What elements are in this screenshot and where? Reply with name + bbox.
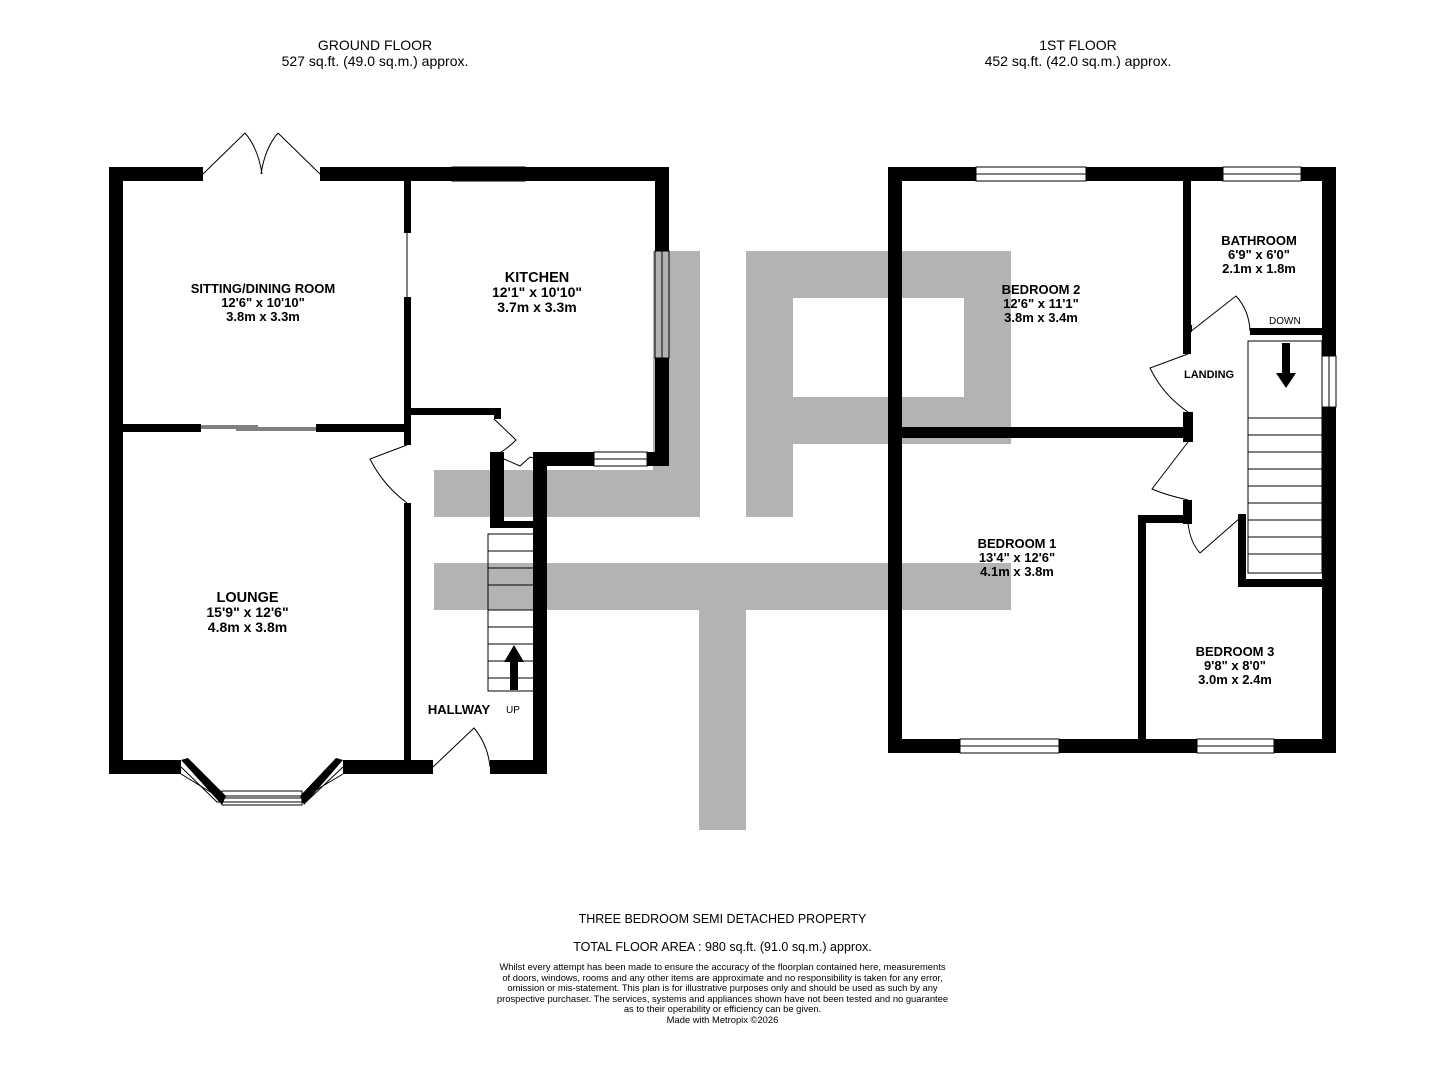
bay-walls [181, 758, 343, 805]
room-label-bedroom1: BEDROOM 1 13'4" x 12'6" 4.1m x 3.8m [942, 537, 1092, 579]
room-metric: 3.0m x 2.4m [1198, 672, 1272, 687]
room-label-bedroom3: BEDROOM 3 9'8" x 8'0" 3.0m x 2.4m [1170, 645, 1300, 687]
ground-floor-area: 527 sq.ft. (49.0 sq.m.) approx. [281, 53, 469, 69]
room-name: BEDROOM 3 [1195, 644, 1275, 659]
room-label-landing: LANDING [1184, 369, 1235, 381]
disclaimer-line: prospective purchaser. The services, sys… [496, 992, 949, 1004]
room-imperial: 12'1" x 10'10" [491, 284, 582, 300]
total-floor-area: TOTAL FLOOR AREA : 980 sq.ft. (91.0 sq.m… [573, 940, 872, 954]
room-name: SITTING/DINING ROOM [190, 281, 336, 296]
room-label-lounge: LOUNGE 15'9" x 12'6" 4.8m x 3.8m [180, 591, 315, 635]
room-imperial: 6'9" x 6'0" [1228, 247, 1290, 262]
disclaimer-line: Whilst every attempt has been made to en… [499, 961, 946, 972]
stairs-up-arrow [504, 645, 524, 690]
ground-floor-title: GROUND FLOOR [317, 37, 433, 53]
stairs-up-label: UP [506, 705, 520, 716]
room-metric: 4.1m x 3.8m [980, 564, 1054, 579]
room-metric: 3.7m x 3.3m [497, 299, 577, 315]
room-label-kitchen: KITCHEN 12'1" x 10'10" 3.7m x 3.3m [458, 271, 616, 315]
room-name: LOUNGE [216, 590, 279, 606]
room-imperial: 15'9" x 12'6" [206, 604, 289, 620]
room-label-bathroom: BATHROOM 6'9" x 6'0" 2.1m x 1.8m [1204, 234, 1314, 276]
room-label-hallway: HALLWAY [420, 703, 498, 717]
ground-floor-plan [109, 167, 669, 774]
first-floor-area: 452 sq.ft. (42.0 sq.m.) approx. [984, 53, 1172, 69]
room-name: BATHROOM [1221, 233, 1297, 248]
disclaimer-line: omission or mis-statement. This plan is … [507, 982, 938, 994]
first-floor-plan [888, 167, 1336, 753]
stairs-down-arrow [1276, 343, 1296, 388]
room-imperial: 12'6" x 11'1" [1003, 296, 1079, 311]
room-imperial: 9'8" x 8'0" [1204, 658, 1266, 673]
room-metric: 4.8m x 3.8m [207, 619, 288, 635]
first-floor-fixtures [959, 166, 1337, 754]
room-name: HALLWAY [427, 702, 491, 717]
room-imperial: 12'6" x 10'10" [221, 295, 305, 310]
room-metric: 3.8m x 3.4m [1004, 310, 1078, 325]
room-label-sitting: SITTING/DINING ROOM 12'6" x 10'10" 3.8m … [173, 282, 353, 324]
ground-floor-header: GROUND FLOOR 527 sq.ft. (49.0 sq.m.) app… [262, 37, 488, 69]
disclaimer-line: as to their operability or efficiency ca… [623, 1003, 822, 1015]
property-description: THREE BEDROOM SEMI DETACHED PROPERTY [578, 912, 867, 926]
first-floor-title: 1ST FLOOR [1039, 37, 1117, 53]
room-label-bedroom2: BEDROOM 2 12'6" x 11'1" 3.8m x 3.4m [966, 283, 1116, 325]
watermark-logo [434, 251, 1011, 830]
room-name: BEDROOM 2 [1001, 282, 1081, 297]
metropix-credit: Made with Metropix ©2026 [666, 1013, 779, 1025]
room-name: KITCHEN [504, 270, 570, 286]
disclaimer: Whilst every attempt has been made to en… [470, 961, 975, 1026]
stairs-down-label: DOWN [1269, 316, 1301, 327]
room-name: BEDROOM 1 [977, 536, 1057, 551]
room-metric: 3.8m x 3.3m [226, 309, 300, 324]
room-imperial: 13'4" x 12'6" [978, 550, 1056, 565]
room-metric: 2.1m x 1.8m [1222, 261, 1296, 276]
first-floor-header: 1ST FLOOR 452 sq.ft. (42.0 sq.m.) approx… [978, 37, 1178, 69]
disclaimer-line: of doors, windows, rooms and any other i… [502, 971, 943, 983]
